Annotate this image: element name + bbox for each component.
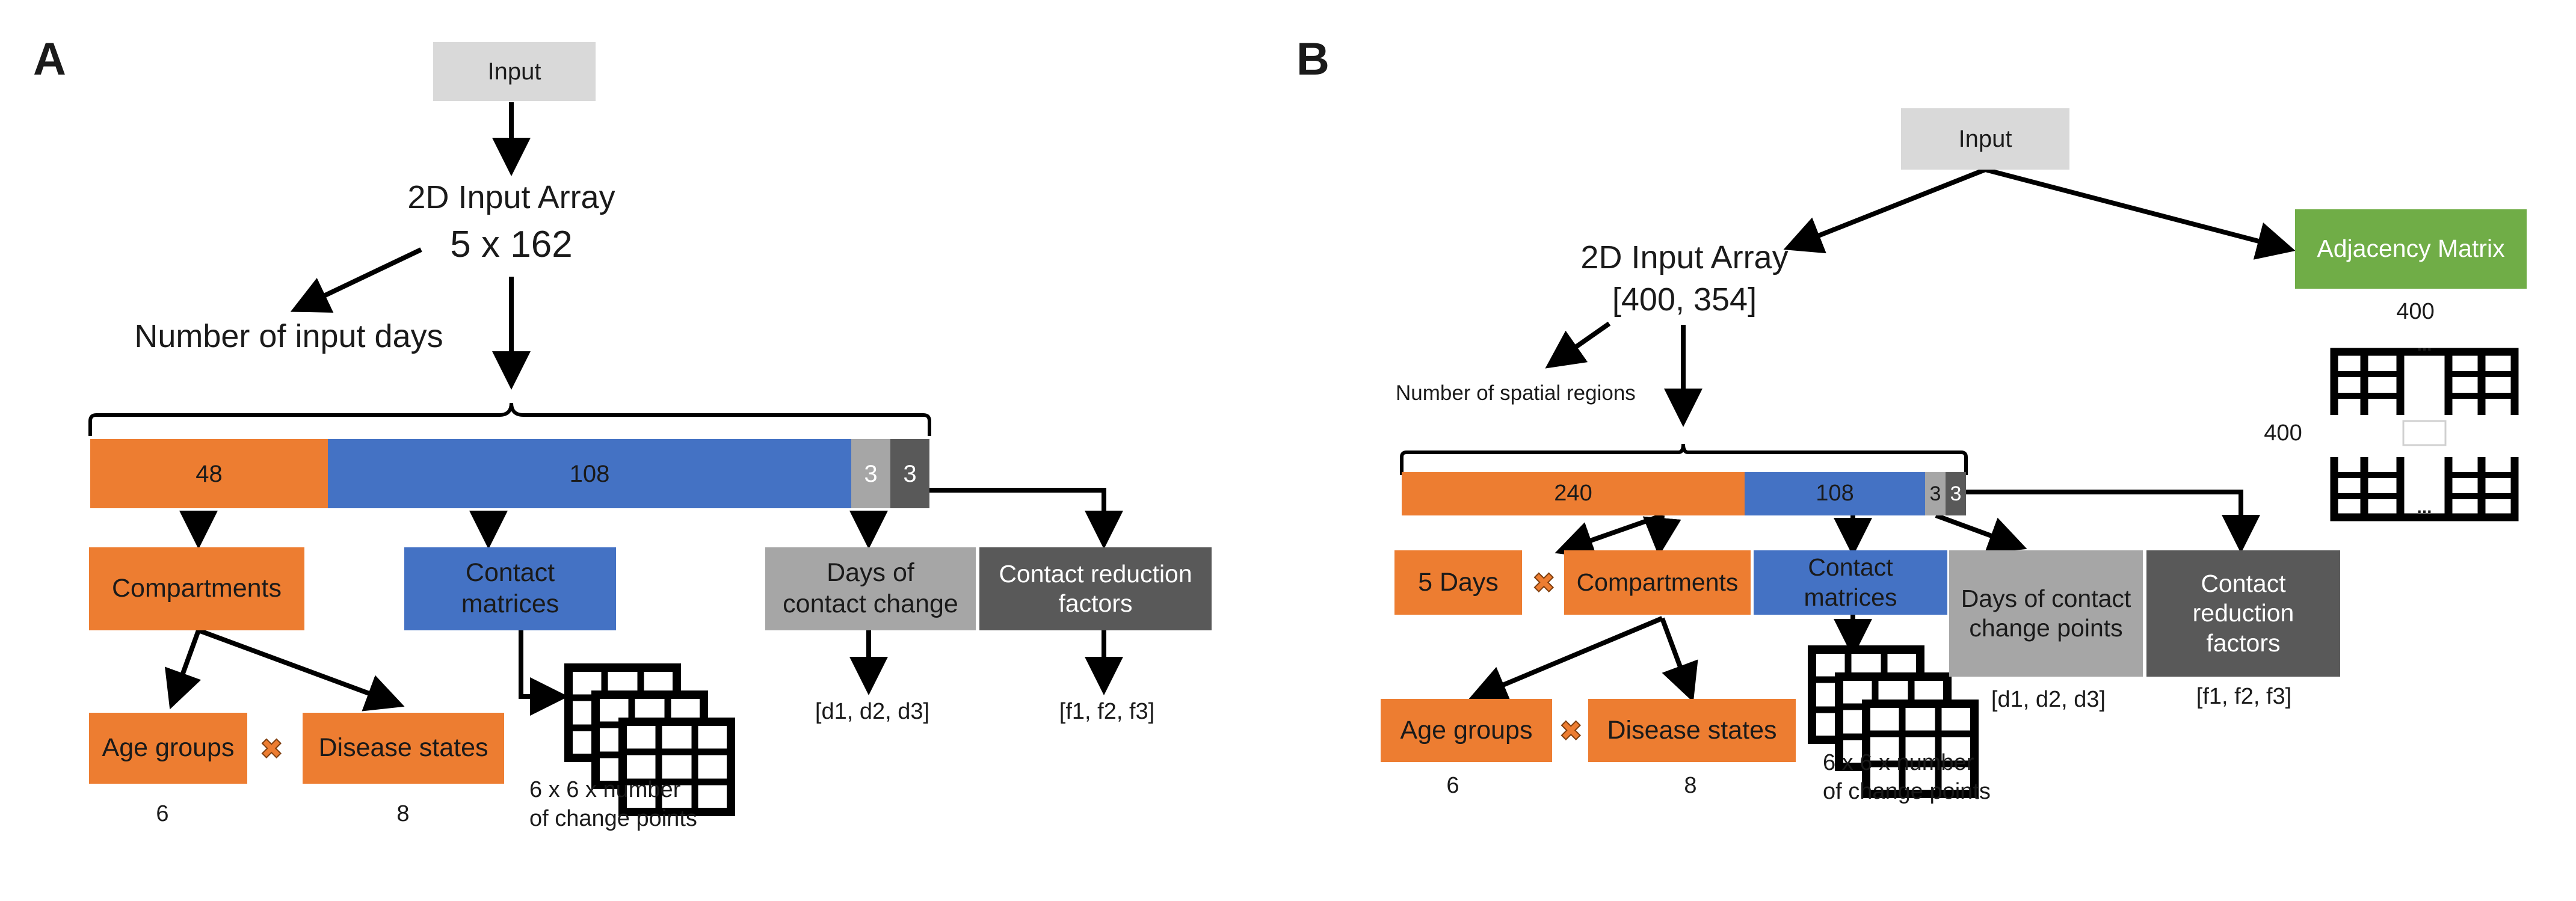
segment-days-b: 3 (1925, 472, 1946, 515)
contact-matrices-box-a: Contact matrices (404, 547, 616, 630)
days-change-box-b: Days of contact change points (1949, 550, 2143, 677)
adjacency-dots-bottom: ... (2417, 497, 2432, 517)
array-dims-b: [400, 354] (1612, 281, 1757, 318)
segment-contacts-b: 108 (1745, 472, 1925, 515)
segment-days-a: 3 (851, 439, 890, 508)
array-title-a: 2D Input Array (407, 179, 615, 215)
age-groups-box-a: Age groups (89, 713, 247, 784)
adjacency-matrix-grid (2330, 348, 2519, 521)
disease-count-b: 8 (1684, 773, 1697, 798)
factor-values-b: [f1, f2, f3] (2196, 684, 2292, 709)
input-box-a: Input (433, 42, 596, 101)
segment-compartments-a: 48 (90, 439, 328, 508)
segment-factors-b: 3 (1946, 472, 1966, 515)
multiply-icon-b1: ✖ (1532, 567, 1556, 599)
age-groups-box-b: Age groups (1381, 699, 1552, 762)
compartments-box-b: Compartments (1564, 550, 1751, 615)
five-days-box: 5 Days (1394, 550, 1522, 615)
compartments-box-a: Compartments (89, 547, 304, 630)
days-values-b: [d1, d2, d3] (1991, 687, 2106, 712)
age-count-a: 6 (156, 801, 169, 826)
adjacency-rows-label: 400 (2264, 420, 2302, 446)
adjacency-matrix-box: Adjacency Matrix (2295, 209, 2527, 289)
panel-label-a: A (33, 34, 66, 85)
multiply-icon-b2: ✖ (1559, 715, 1583, 747)
array-dims-a: 5 x 162 (450, 224, 573, 265)
age-count-b: 6 (1446, 773, 1459, 798)
disease-count-a: 8 (396, 801, 410, 826)
reduction-factors-box-b: Contact reduction factors (2146, 550, 2340, 677)
adjacency-cols-label: 400 (2396, 299, 2435, 324)
adjacency-dots-top: ... (2417, 335, 2432, 355)
disease-states-box-a: Disease states (303, 713, 504, 784)
input-box-b: Input (1901, 108, 2069, 170)
disease-states-box-b: Disease states (1588, 699, 1796, 762)
multiply-icon-a: ✖ (259, 733, 284, 765)
spatial-regions-label: Number of spatial regions (1396, 381, 1636, 405)
segment-contacts-a: 108 (328, 439, 851, 508)
reduction-factors-box-a: Contact reduction factors (979, 547, 1212, 630)
matrices-note-b: 6 x 6 x number of change points (1823, 750, 1991, 804)
days-change-box-a: Days of contact change (765, 547, 976, 630)
days-values-a: [d1, d2, d3] (815, 699, 930, 724)
matrices-note-a: 6 x 6 x number of change points (529, 777, 697, 831)
segment-factors-a: 3 (890, 439, 929, 508)
array-title-b: 2D Input Array (1580, 239, 1789, 275)
segment-spatial-b: 240 (1402, 472, 1745, 515)
panel-label-b: B (1296, 34, 1330, 85)
factor-values-a: [f1, f2, f3] (1059, 699, 1155, 724)
contact-matrices-box-b: Contact matrices (1754, 550, 1947, 615)
input-days-label: Number of input days (134, 318, 443, 354)
